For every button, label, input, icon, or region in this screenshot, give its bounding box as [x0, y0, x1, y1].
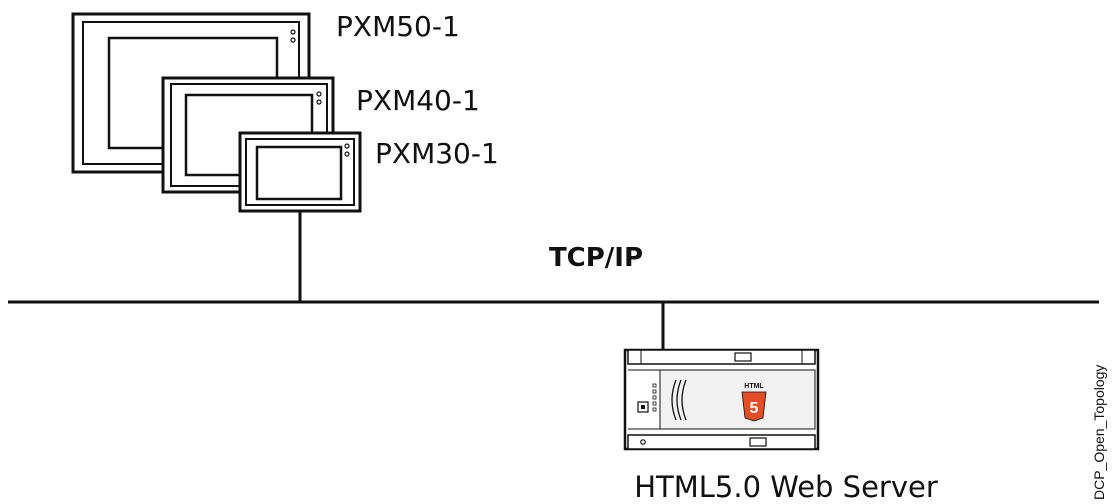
- html5-icon: HTML 5: [741, 383, 767, 422]
- pxm30-panel: [238, 131, 362, 213]
- server-label: HTML5.0 Web Server: [634, 470, 938, 504]
- network-label: TCP/IP: [549, 243, 643, 273]
- device-label-pxm30: PXM30-1: [375, 137, 499, 170]
- html5-badge-number: 5: [750, 400, 759, 417]
- side-label: DCP_Open_Topology: [1091, 365, 1107, 500]
- device-label-pxm40: PXM40-1: [356, 84, 480, 117]
- device-label-pxm50: PXM50-1: [336, 10, 460, 43]
- web-server-module: [623, 348, 820, 451]
- html5-badge-text: HTML: [744, 383, 764, 390]
